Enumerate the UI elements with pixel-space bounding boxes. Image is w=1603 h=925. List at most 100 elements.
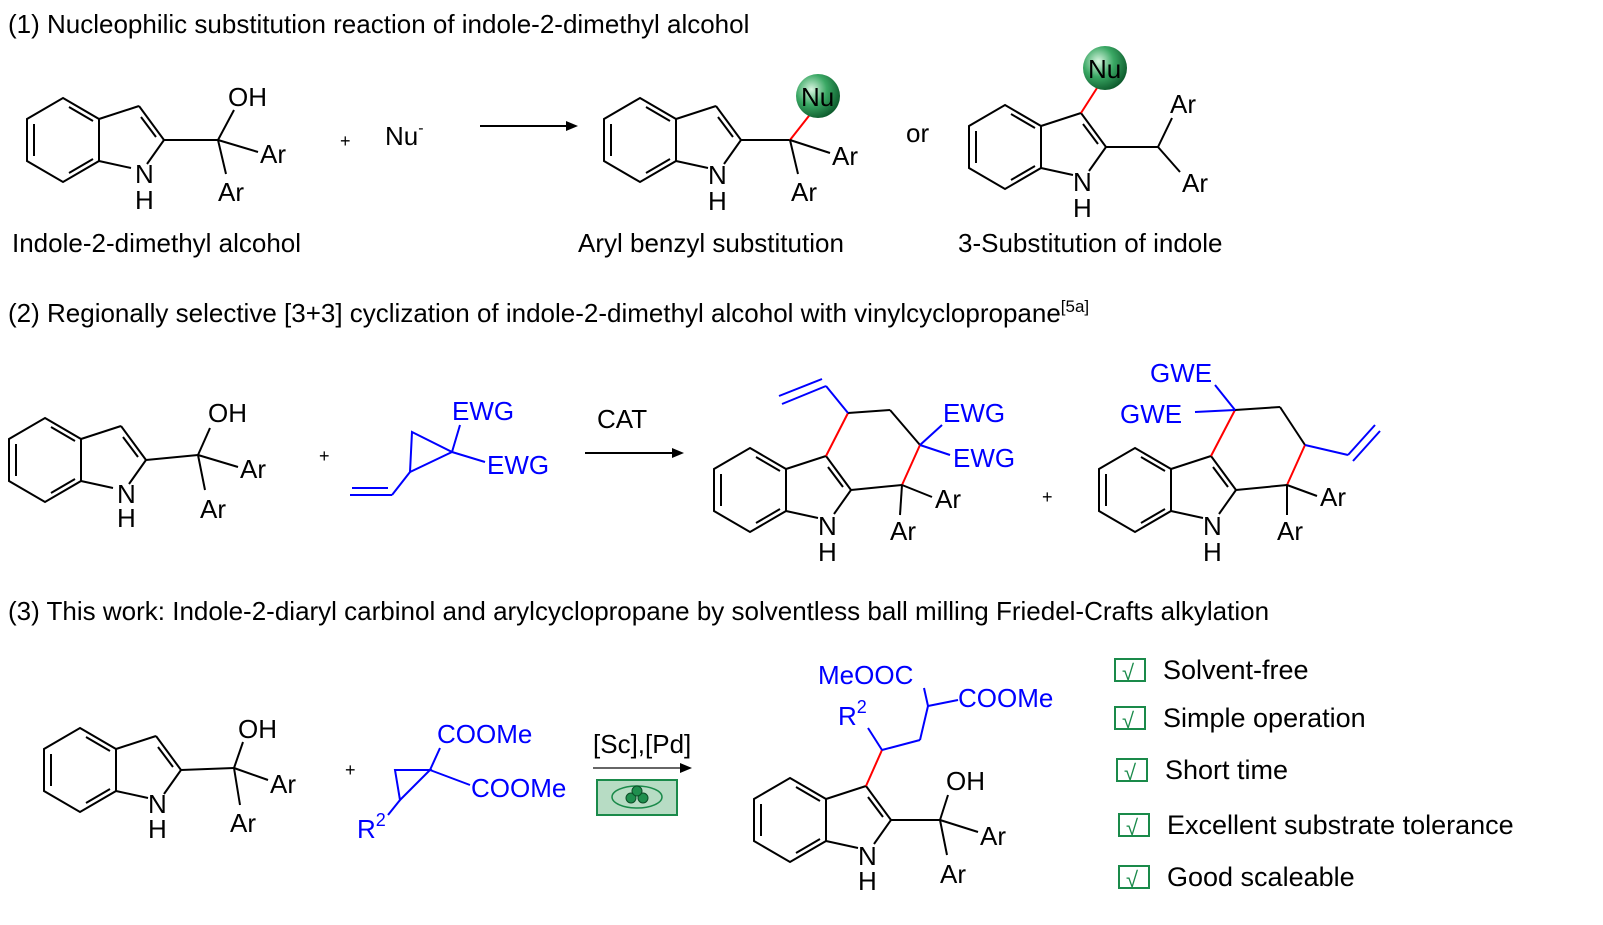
aryl-benzyl-product: Nu Ar Ar N H — [603, 74, 858, 216]
h-label: H — [135, 185, 154, 215]
svg-text:√: √ — [1126, 867, 1139, 892]
ar-label: Ar — [260, 139, 286, 169]
gwe-label: GWE — [1150, 358, 1212, 388]
ar-label: Ar — [935, 484, 961, 514]
n-label: N — [117, 479, 136, 509]
ar-label: Ar — [890, 516, 916, 546]
h-label: H — [117, 503, 136, 533]
h-label: H — [1203, 537, 1222, 567]
indole-2-dimethyl-alcohol-2: OH Ar Ar N H — [8, 398, 266, 533]
caption-3-substitution: 3-Substitution of indole — [958, 228, 1223, 258]
nucleophile-ball-icon — [796, 74, 840, 118]
3-substituted-indole-product: Nu Ar Ar N H — [968, 46, 1208, 223]
vinylcyclopropane: EWG EWG — [350, 396, 549, 496]
coome-label: COOMe — [437, 719, 532, 749]
nu-label: Nu — [1088, 54, 1121, 84]
feature-label: Solvent-free — [1163, 655, 1309, 685]
ar-label: Ar — [1182, 168, 1208, 198]
n-label: N — [148, 789, 167, 819]
reaction-arrow — [593, 763, 692, 773]
feature-item: √ Simple operation — [1114, 703, 1366, 733]
r2-label: R2 — [838, 697, 867, 731]
check-icon — [1118, 865, 1150, 889]
h-label: H — [148, 814, 167, 844]
ewg-label: EWG — [487, 450, 549, 480]
alkylation-product: MeOOC COOMe R2 OH Ar Ar N H — [753, 660, 1053, 896]
feature-item: √ Solvent-free — [1114, 655, 1309, 685]
r2-label: R2 — [357, 810, 386, 844]
nucleophile: Nu- — [385, 120, 424, 151]
ewg-label: EWG — [452, 396, 514, 426]
check-icon — [1114, 658, 1146, 682]
oh-label: OH — [228, 82, 267, 112]
ar-label: Ar — [980, 821, 1006, 851]
h-label: H — [818, 537, 837, 567]
h-label: H — [708, 186, 727, 216]
ar-label: Ar — [240, 454, 266, 484]
oh-label: OH — [946, 766, 985, 796]
svg-text:√: √ — [1122, 708, 1135, 733]
plus-sign: + — [319, 446, 330, 466]
n-label: N — [1203, 511, 1222, 541]
feature-item: √ Good scaleable — [1118, 862, 1355, 892]
h-label: H — [858, 866, 877, 896]
coome-label: COOMe — [471, 773, 566, 803]
catalyst-label: CAT — [597, 404, 647, 434]
ar-label: Ar — [200, 494, 226, 524]
feature-item: √ Excellent substrate tolerance — [1118, 810, 1514, 840]
n-label: N — [708, 160, 727, 190]
feature-label: Short time — [1165, 755, 1288, 785]
n-label: N — [1073, 167, 1092, 197]
gwe-label: GWE — [1120, 399, 1182, 429]
oh-label: OH — [238, 714, 277, 744]
ewg-label: EWG — [943, 398, 1005, 428]
oh-label: OH — [208, 398, 247, 428]
reference-superscript: [5a] — [1061, 297, 1089, 316]
cyclization-product-a: EWG EWG Ar Ar N H — [713, 378, 1015, 567]
n-label: N — [135, 159, 154, 189]
feature-label: Simple operation — [1163, 703, 1366, 733]
plus-sign: + — [340, 131, 351, 151]
nu-label: Nu — [801, 82, 834, 112]
indole-2-diaryl-carbinol: OH Ar Ar N H — [43, 714, 296, 844]
n-label: N — [818, 511, 837, 541]
ball-mill-icon — [596, 779, 678, 816]
ar-label: Ar — [832, 141, 858, 171]
check-icon — [1116, 758, 1148, 782]
feature-label: Good scaleable — [1167, 862, 1355, 892]
plus-sign: + — [1042, 487, 1053, 507]
cyclization-product-b: GWE GWE Ar Ar N H — [1098, 358, 1381, 567]
scheme2-heading: (2) Regionally selective [3+3] cyclizati… — [8, 297, 1089, 328]
reaction-arrow — [480, 121, 578, 131]
plus-sign: + — [345, 760, 356, 780]
indole-2-dimethyl-alcohol-1: OH Ar Ar N H — [26, 82, 286, 215]
n-label: N — [858, 841, 877, 871]
svg-text:√: √ — [1124, 760, 1137, 785]
reaction-arrow — [585, 448, 684, 458]
or-text: or — [906, 118, 929, 148]
feature-item: √ Short time — [1116, 755, 1288, 785]
feature-list: √ Solvent-free √ Simple operation √ Shor… — [1114, 655, 1514, 892]
scheme2-heading-text: (2) Regionally selective [3+3] cyclizati… — [8, 298, 1061, 328]
ar-label: Ar — [218, 177, 244, 207]
h-label: H — [1073, 193, 1092, 223]
meooc-label: MeOOC — [818, 660, 913, 690]
svg-text:√: √ — [1122, 660, 1135, 685]
nucleophile-ball-icon — [1083, 46, 1127, 90]
ar-label: Ar — [270, 769, 296, 799]
ar-label: Ar — [791, 177, 817, 207]
scheme3-heading: (3) This work: Indole-2-diaryl carbinol … — [8, 596, 1269, 626]
check-icon — [1118, 813, 1150, 837]
ar-label: Ar — [1170, 89, 1196, 119]
check-icon — [1114, 706, 1146, 730]
ewg-label: EWG — [953, 443, 1015, 473]
feature-label: Excellent substrate tolerance — [1167, 810, 1514, 840]
scheme1-heading: (1) Nucleophilic substitution reaction o… — [8, 9, 749, 39]
arylcyclopropane: COOMe COOMe R2 — [357, 719, 566, 844]
caption-aryl-benzyl: Aryl benzyl substitution — [578, 228, 844, 258]
catalyst-label: [Sc],[Pd] — [593, 729, 691, 759]
ar-label: Ar — [940, 859, 966, 889]
caption-indole-alcohol: Indole-2-dimethyl alcohol — [12, 228, 301, 258]
ar-label: Ar — [230, 808, 256, 838]
